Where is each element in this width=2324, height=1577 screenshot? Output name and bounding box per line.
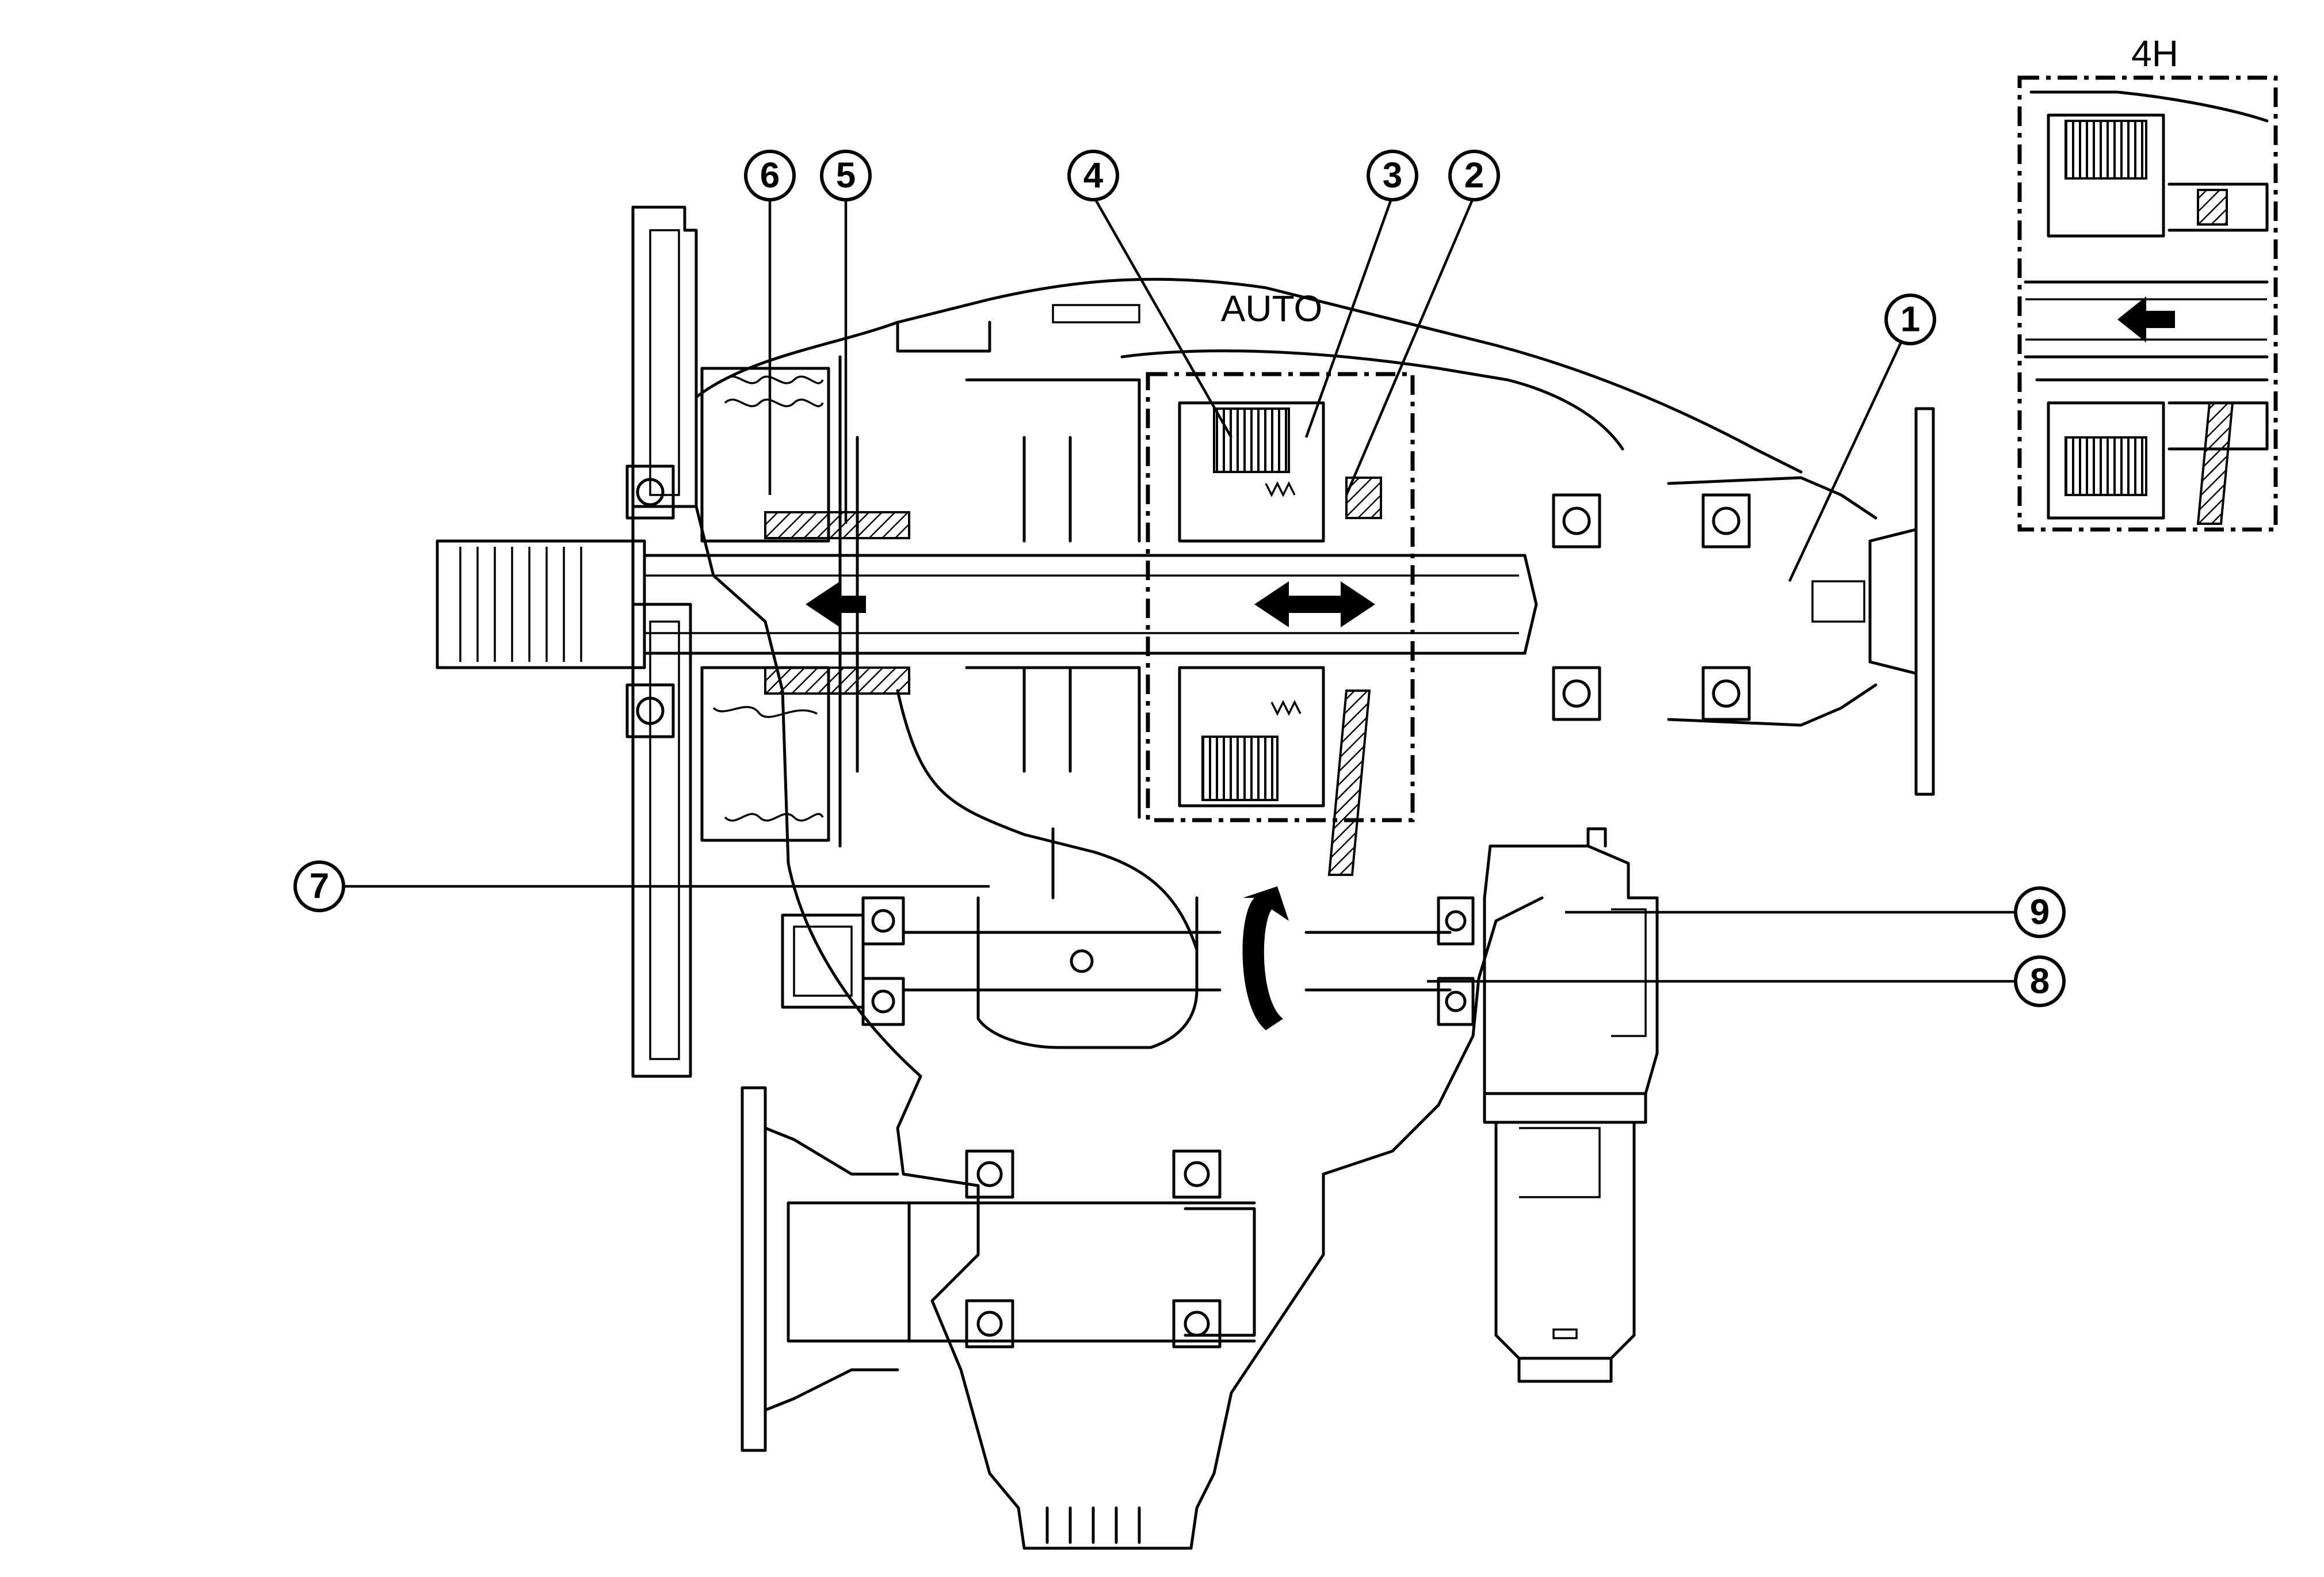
callout-8-number: 8	[2030, 962, 2050, 1001]
four-h-mode-label: 4H	[2131, 33, 2178, 74]
rotation-arrow-icon	[1242, 886, 1289, 1030]
callout-6: 6	[744, 150, 796, 201]
input-shaft	[436, 539, 1538, 669]
shaft-direction-arrows	[806, 581, 1375, 627]
front-output-flange	[741, 1086, 1256, 1544]
bearing-motor-shaft-lower	[1437, 977, 1475, 1026]
actuator-motor	[1483, 827, 1659, 1383]
bearing-front-upper	[625, 464, 675, 520]
callout-9-number: 9	[2030, 893, 2050, 932]
auto-mode-highlight-box	[1146, 372, 1415, 822]
callout-7: 7	[293, 860, 345, 912]
actuator-lever	[1327, 690, 1371, 876]
leader-line-2	[1345, 195, 1476, 496]
bearing-front-output-mid	[1172, 1149, 1222, 1199]
leader-lines	[339, 195, 2020, 983]
callout-2: 2	[1448, 150, 1500, 201]
inset-clutch-plates-upper	[2064, 120, 2147, 180]
four-h-inset-frame	[2017, 75, 2278, 532]
four-h-inset: 4H	[2017, 33, 2278, 532]
bearing-motor-shaft-upper	[1437, 896, 1475, 946]
callout-3: 3	[1367, 150, 1418, 201]
bearing-front-lower	[625, 683, 675, 738]
callout-9: 9	[2014, 886, 2066, 938]
bearing-rear-upper	[1701, 493, 1751, 548]
callout-4-number: 4	[1083, 156, 1104, 196]
transfer-case-housing	[631, 205, 1803, 1550]
left-arrow-icon	[806, 581, 866, 627]
return-spring-seat-upper	[1345, 477, 1382, 519]
callout-5-number: 5	[836, 156, 856, 196]
bearing-mid-upper	[1552, 493, 1601, 548]
callout-1-number: 1	[1901, 300, 1920, 340]
bearing-drive-shaft-lower	[861, 977, 905, 1026]
callout-6-number: 6	[760, 156, 780, 196]
clutch-assembly	[965, 378, 1382, 876]
leader-line-3	[1304, 195, 1394, 438]
bearing-mid-lower	[1552, 666, 1601, 721]
inset-clutch-plates-lower	[2064, 436, 2147, 496]
rear-output-flange	[1667, 407, 1935, 796]
callouts: 1 2 3 4 5 6 7 8	[293, 150, 2066, 1007]
drive-gear-and-shaft	[781, 886, 1452, 1030]
inset-spring-seat-upper	[2197, 189, 2228, 226]
bearing-front-output-upper	[965, 1149, 1014, 1199]
bearing-rear-lower	[1701, 666, 1751, 721]
callout-7-number: 7	[310, 867, 329, 906]
hatched-sleeve	[764, 511, 910, 695]
callout-8: 8	[2014, 955, 2066, 1007]
inset-actuator-lever	[2196, 402, 2234, 525]
inset-left-arrow-icon	[2117, 296, 2175, 342]
callout-3-number: 3	[1383, 156, 1402, 196]
callout-4: 4	[1067, 150, 1119, 201]
callout-1: 1	[1884, 294, 1936, 345]
clutch-plates-lower	[1201, 736, 1279, 801]
bearings	[625, 464, 1751, 1349]
leader-line-1	[1788, 322, 1912, 582]
double-arrow-icon	[1254, 581, 1375, 627]
bearing-front-output-lower-left	[965, 1299, 1014, 1349]
leader-line-4	[1092, 195, 1232, 439]
callout-2-number: 2	[1464, 156, 1484, 196]
clutch-plates-upper	[1213, 407, 1290, 473]
callout-5: 5	[820, 150, 872, 201]
bearing-drive-shaft-upper	[861, 896, 905, 946]
auto-mode-label: AUTO	[1221, 288, 1323, 329]
